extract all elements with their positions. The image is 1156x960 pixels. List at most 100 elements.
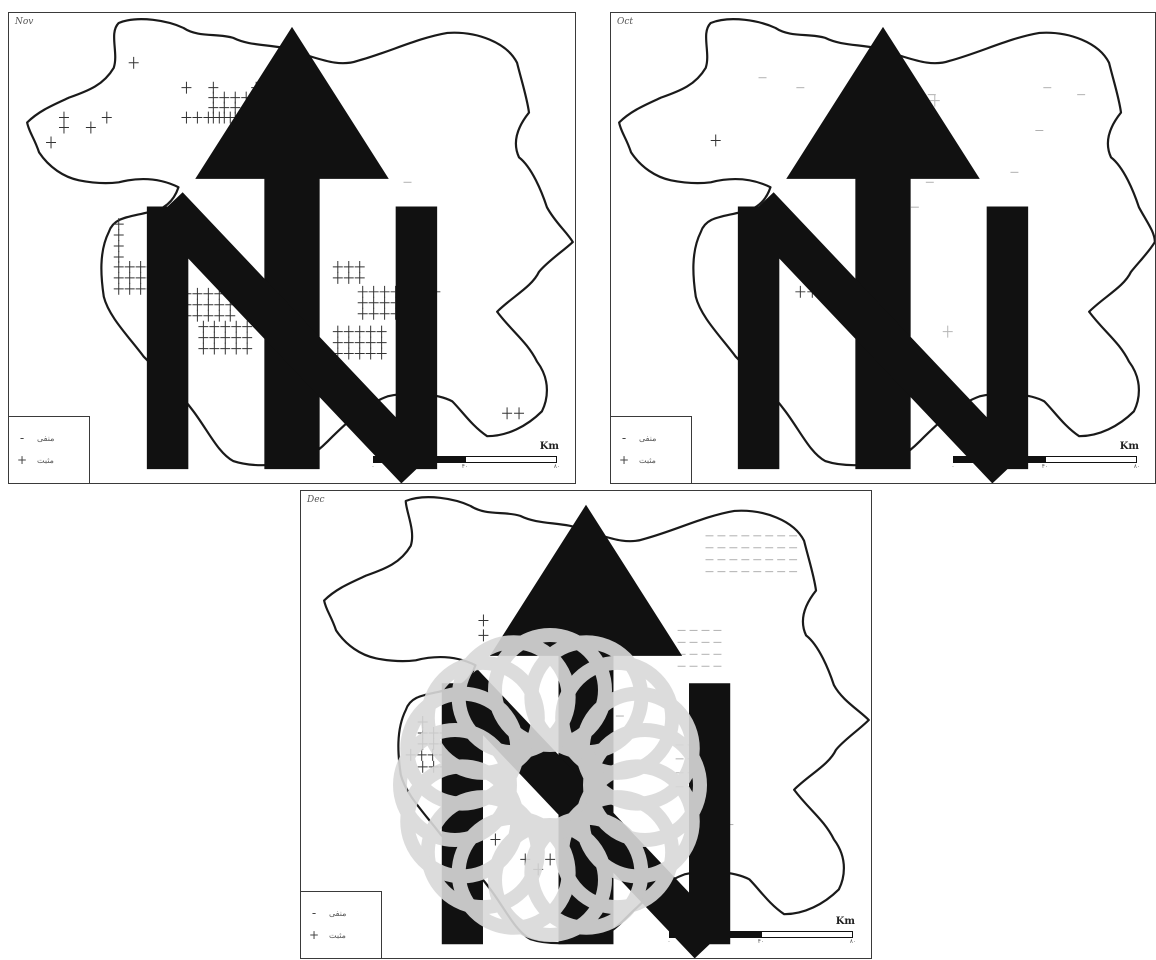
positive-marker [357, 296, 368, 309]
positive-marker [101, 111, 112, 124]
scale-unit: Km [539, 441, 559, 452]
positive-marker [231, 331, 242, 344]
scale-tick: ۴۰ [1041, 463, 1049, 470]
positive-marker [192, 309, 203, 322]
positive-marker [354, 347, 365, 360]
positive-marker [365, 336, 376, 349]
scale-bar: Km ۰ ۴۰ ۸۰ [667, 916, 857, 946]
month-label: Oct [617, 17, 634, 27]
positive-marker [354, 336, 365, 349]
legend: - منفی + مثبت [9, 416, 90, 483]
positive-marker [198, 342, 209, 355]
positive-marker [929, 94, 940, 107]
scale-segment-black [953, 456, 1045, 463]
positive-marker [332, 336, 343, 349]
positive-marker [203, 298, 214, 311]
positive-marker [135, 271, 146, 284]
positive-marker [357, 307, 368, 320]
positive-marker [332, 271, 343, 284]
positive-marker [368, 285, 379, 298]
positive-marker [192, 287, 203, 300]
positive-marker [113, 260, 124, 273]
positive-marker [192, 298, 203, 311]
plus-symbol-icon: + [309, 928, 320, 942]
positive-marker [192, 111, 203, 124]
positive-marker [113, 271, 124, 284]
positive-marker [208, 111, 219, 124]
positive-marker [332, 260, 343, 273]
legend-label-negative: منفی [639, 433, 657, 443]
positive-marker [368, 296, 379, 309]
positive-marker [502, 407, 513, 420]
legend-item-positive: + مثبت [17, 453, 54, 467]
scale-tick: ۴۰ [757, 938, 765, 945]
positive-marker [198, 331, 209, 344]
positive-marker [231, 342, 242, 355]
legend-item-positive: + مثبت [619, 453, 656, 467]
positive-marker [332, 325, 343, 338]
positive-marker [46, 136, 57, 149]
scale-unit: Km [1119, 441, 1139, 452]
scale-segment-white [465, 456, 557, 463]
legend-label-positive: مثبت [37, 455, 54, 465]
scale-tick: ۸۰ [849, 938, 857, 945]
positive-marker [376, 336, 387, 349]
legend-label-positive: مثبت [329, 930, 346, 940]
positive-marker [203, 309, 214, 322]
scale-tick: ۸۰ [1133, 463, 1141, 470]
scale-segment-black [373, 456, 465, 463]
positive-marker [376, 325, 387, 338]
positive-marker [225, 309, 236, 322]
positive-marker [368, 307, 379, 320]
positive-marker [181, 111, 192, 124]
positive-marker [343, 336, 354, 349]
positive-marker [514, 407, 525, 420]
scale-tick: ۰ [667, 938, 671, 945]
positive-marker [343, 271, 354, 284]
positive-marker [135, 260, 146, 273]
positive-marker [113, 218, 124, 231]
positive-marker [135, 282, 146, 295]
positive-marker [124, 282, 135, 295]
positive-marker [379, 296, 390, 309]
legend: - منفی + مثبت [301, 891, 382, 958]
map-panel-dec: Dec - منفی + مثبت Km ۰ ۴۰ ۸۰ [300, 490, 872, 959]
positive-marker [209, 320, 220, 333]
scale-bar: Km ۰ ۴۰ ۸۰ [951, 441, 1141, 471]
month-label: Dec [307, 495, 325, 505]
positive-marker [124, 271, 135, 284]
positive-marker [203, 287, 214, 300]
positive-marker [58, 121, 69, 134]
positive-marker [710, 134, 721, 147]
scale-tick: ۴۰ [461, 463, 469, 470]
scale-tick: ۰ [951, 463, 955, 470]
positive-marker [220, 320, 231, 333]
month-label: Nov [15, 17, 34, 27]
scale-tick: ۰ [371, 463, 375, 470]
legend: - منفی + مثبت [611, 416, 692, 483]
minus-symbol-icon: - [19, 431, 25, 445]
legend-item-negative: - منفی [17, 431, 55, 445]
positive-marker [942, 325, 953, 338]
minus-symbol-icon: - [621, 431, 627, 445]
minus-symbol-icon: - [311, 906, 317, 920]
positive-marker [242, 342, 253, 355]
positive-marker [231, 320, 242, 333]
positive-marker [124, 260, 135, 273]
positive-marker [214, 298, 225, 311]
positive-marker [85, 121, 96, 134]
positive-marker [181, 81, 192, 94]
legend-label-positive: مثبت [639, 455, 656, 465]
legend-label-negative: منفی [37, 433, 55, 443]
positive-marker [242, 320, 253, 333]
positive-marker [209, 342, 220, 355]
positive-marker [219, 111, 230, 124]
positive-marker [198, 320, 209, 333]
positive-marker [354, 260, 365, 273]
legend-item-negative: - منفی [309, 906, 347, 920]
positive-marker [365, 325, 376, 338]
positive-marker [478, 614, 489, 627]
scale-segment-white [1045, 456, 1137, 463]
positive-marker [354, 271, 365, 284]
legend-label-negative: منفی [329, 908, 347, 918]
